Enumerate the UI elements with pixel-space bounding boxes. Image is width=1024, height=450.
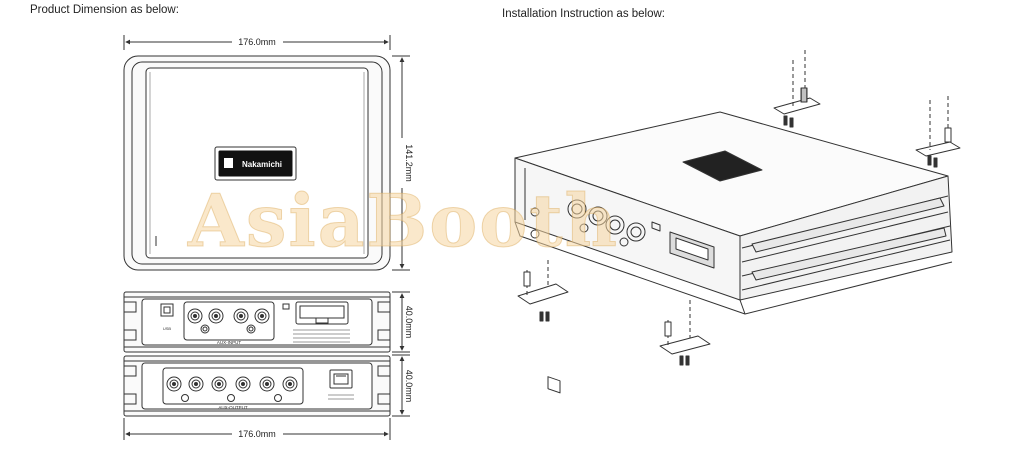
bottom-width-label: 176.0mm (238, 429, 276, 439)
rear-panel-drawing (123, 354, 410, 417)
top-view-drawing (123, 35, 410, 271)
front-panel-drawing (123, 291, 410, 353)
top-width-label: 176.0mm (238, 37, 276, 47)
aux-output-label: AUX-OUTPUT (218, 405, 248, 410)
brand-logo: Nakamichi (242, 160, 282, 169)
rear-height-label: 40.0mm (404, 370, 414, 403)
bottom-width-dimension (123, 418, 391, 440)
top-depth-label: 141.2mm (404, 144, 414, 182)
installation-drawing (514, 50, 961, 394)
usb-label: USB (163, 326, 172, 331)
front-height-label: 40.0mm (404, 306, 414, 339)
aux-input-label: AUX-INPUT (217, 340, 242, 345)
installation-instruction-heading: Installation Instruction as below: (502, 8, 666, 20)
product-dimension-heading: Product Dimension as below: (30, 4, 179, 16)
